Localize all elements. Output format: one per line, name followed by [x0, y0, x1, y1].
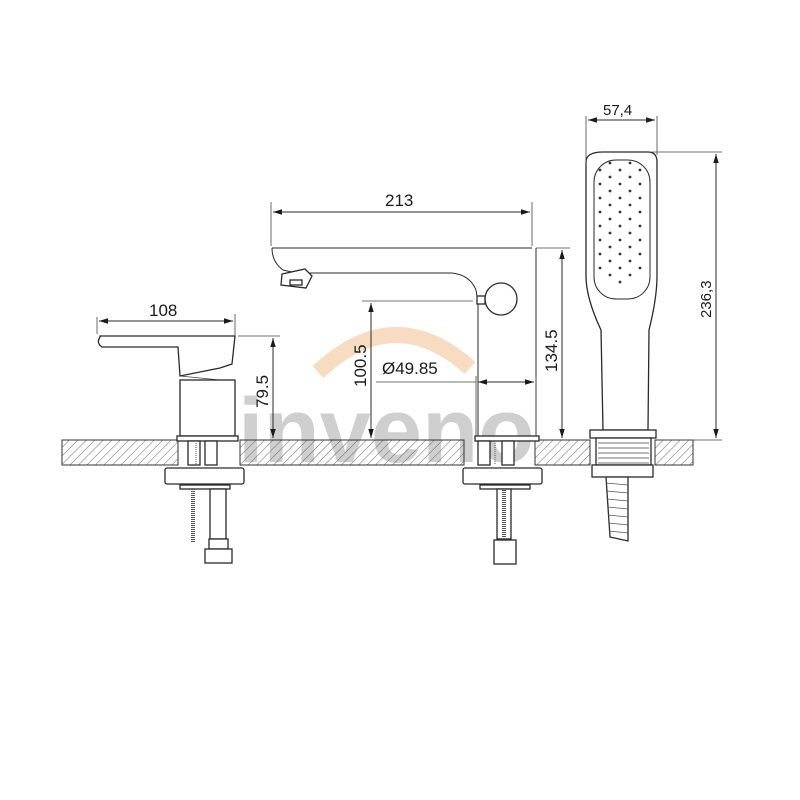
mixer-body	[179, 379, 236, 437]
dim-spout-reach: 213	[385, 191, 413, 210]
mixer-mounting-nut	[164, 467, 245, 485]
spray-nozzles	[598, 161, 642, 284]
spout-base-flange	[474, 435, 540, 442]
hose	[605, 476, 629, 542]
hand-shower-spray-face	[593, 159, 651, 300]
dim-mixer-width: 108	[149, 301, 177, 320]
watermark-text: inveno	[238, 380, 534, 482]
mixer: 108 79.5	[96, 301, 280, 564]
dim-shower-height: 236,3	[698, 280, 715, 318]
spout-arm	[271, 247, 481, 303]
dim-spout-height: 134.5	[542, 329, 561, 372]
spout-mounting-nut	[462, 467, 543, 485]
spout: 213 134.5 100.5 Ø49.85	[270, 191, 570, 565]
dim-mixer-height: 79.5	[253, 375, 272, 408]
hand-shower-holder-flange	[589, 429, 657, 439]
hand-shower-body	[585, 151, 658, 431]
hand-shower: 57,4 236,3	[585, 102, 722, 542]
dim-spout-outlet-height: 100.5	[351, 344, 370, 387]
spout-diverter-knob	[484, 282, 518, 316]
mixer-lever	[97, 335, 236, 377]
dim-shower-width: 57,4	[603, 102, 632, 119]
spout-aerator	[280, 268, 313, 289]
watermark-arc	[312, 327, 476, 378]
mixer-supply-pipe	[209, 488, 227, 540]
hand-shower-holder-thread	[595, 437, 652, 466]
deck-slab	[61, 439, 694, 466]
dim-spout-diameter: Ø49.85	[382, 359, 438, 378]
